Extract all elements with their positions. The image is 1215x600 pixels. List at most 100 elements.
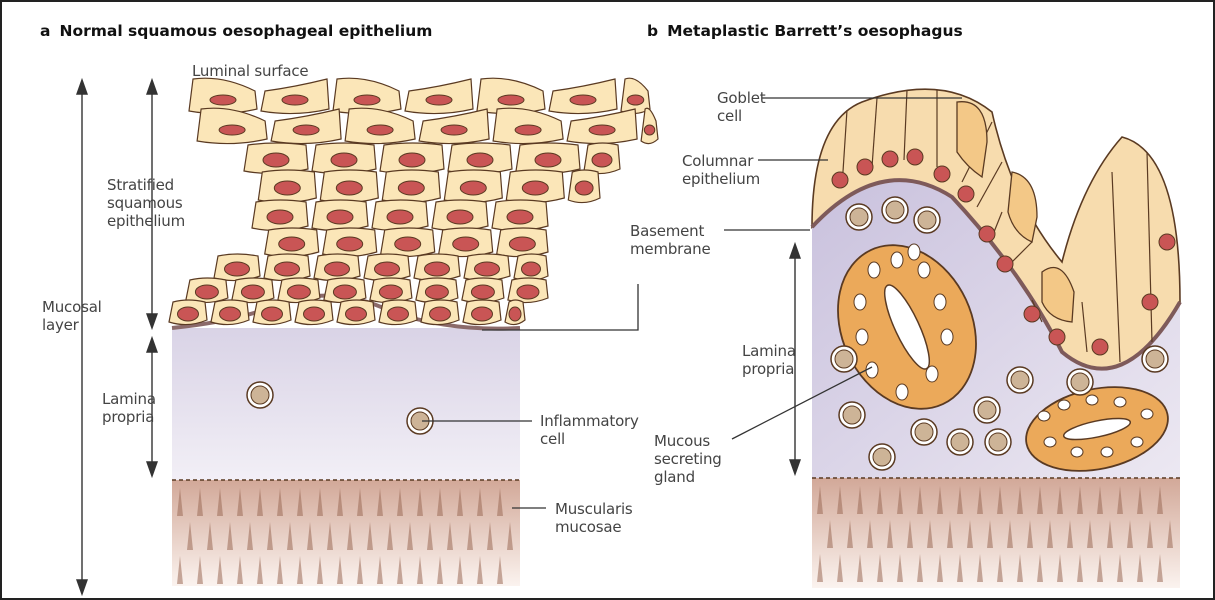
columnar-nucleus [1024, 306, 1040, 322]
inflammatory-cell-nucleus [918, 211, 936, 229]
nucleus [644, 125, 654, 135]
mucous-secreting-gland-label: Mucous secreting gland [654, 432, 722, 486]
nucleus [471, 285, 494, 299]
nucleus [282, 95, 308, 105]
gland-nucleus [896, 384, 908, 400]
gland-nucleus [868, 262, 880, 278]
inflammatory-cell-nucleus [835, 350, 853, 368]
gland-nucleus [866, 362, 878, 378]
gland-nucleus [1086, 395, 1098, 405]
columnar-nucleus [1159, 234, 1175, 250]
lamina-propria-a [172, 328, 520, 480]
nucleus [274, 181, 300, 195]
gland-nucleus [856, 329, 868, 345]
basement-membrane-label: Basement membrane [630, 222, 710, 258]
nucleus [515, 125, 541, 135]
nucleus [293, 125, 319, 135]
nucleus [267, 210, 293, 224]
nucleus [447, 210, 473, 224]
columnar-nucleus [1092, 339, 1108, 355]
nucleus [517, 285, 539, 299]
gland-nucleus [926, 366, 938, 382]
nucleus [287, 285, 310, 299]
panel-b-letter: b [647, 22, 658, 40]
inflammatory-cell-nucleus [843, 406, 861, 424]
nucleus [195, 285, 218, 299]
nucleus [430, 307, 451, 321]
nucleus [354, 95, 380, 105]
lamina-propria-b-label: Lamina propria [742, 342, 796, 378]
nucleus [509, 307, 521, 321]
nucleus [379, 285, 402, 299]
nucleus [592, 153, 612, 167]
squamous-cells [169, 78, 658, 324]
nucleus [333, 285, 356, 299]
nucleus [178, 307, 199, 321]
panel-a-letter: a [40, 22, 50, 40]
panel-b-title-text: Metaplastic Barrett’s oesophagus [667, 22, 963, 40]
nucleus [453, 237, 479, 251]
gland-nucleus [1071, 447, 1083, 457]
nucleus [304, 307, 325, 321]
nucleus [241, 285, 264, 299]
gland-nucleus [1141, 409, 1153, 419]
inflammatory-cell-nucleus [873, 448, 891, 466]
columnar-nucleus [934, 166, 950, 182]
gland-nucleus [1038, 411, 1050, 421]
nucleus [346, 307, 367, 321]
columnar-nucleus [907, 149, 923, 165]
nucleus [467, 153, 493, 167]
columnar-nucleus [1049, 329, 1065, 345]
columnar-nucleus [997, 256, 1013, 272]
nucleus [336, 181, 362, 195]
nucleus [262, 307, 283, 321]
nucleus [327, 210, 353, 224]
mucosal-layer-label: Mucosal layer [42, 298, 102, 334]
nucleus [475, 262, 500, 276]
gland-nucleus [1044, 437, 1056, 447]
inflammatory-cell-nucleus [1011, 371, 1029, 389]
inflammatory-cell-nucleus [915, 423, 933, 441]
gland-nucleus [941, 329, 953, 345]
nucleus [263, 153, 289, 167]
gland-nucleus [934, 294, 946, 310]
luminal-surface-label: Luminal surface [192, 62, 308, 80]
gland-nucleus [1101, 447, 1113, 457]
nucleus [210, 95, 236, 105]
inflammatory-cell-nucleus [251, 386, 269, 404]
nucleus [570, 95, 596, 105]
nucleus [575, 181, 593, 195]
muscularis-mucosae-a [172, 480, 520, 586]
nucleus [331, 153, 357, 167]
gland-nucleus [1114, 397, 1126, 407]
gland-nucleus [891, 252, 903, 268]
inflammatory-cell-nucleus [1146, 350, 1164, 368]
nucleus [279, 237, 305, 251]
nucleus [325, 262, 350, 276]
nucleus [395, 237, 421, 251]
nucleus [367, 125, 393, 135]
lamina-propria-a-label: Lamina propria [102, 390, 156, 426]
nucleus [398, 181, 424, 195]
nucleus [387, 210, 413, 224]
inflammatory-cell-nucleus [886, 201, 904, 219]
muscularis-mucosae-b [812, 478, 1180, 588]
nucleus [509, 237, 535, 251]
nucleus [498, 95, 524, 105]
nucleus [220, 307, 241, 321]
nucleus [460, 181, 486, 195]
nucleus [399, 153, 425, 167]
columnar-epithelium-label: Columnar epithelium [682, 152, 760, 188]
inflammatory-cell-label: Inflammatory cell [540, 412, 639, 448]
nucleus [522, 262, 541, 276]
inflammatory-cell-nucleus [989, 433, 1007, 451]
gland-nucleus [1058, 400, 1070, 410]
gland-nucleus [854, 294, 866, 310]
columnar-nucleus [882, 151, 898, 167]
columnar-nucleus [958, 186, 974, 202]
columnar-nucleus [979, 226, 995, 242]
gland-nucleus [918, 262, 930, 278]
nucleus [627, 95, 644, 105]
nucleus [375, 262, 400, 276]
